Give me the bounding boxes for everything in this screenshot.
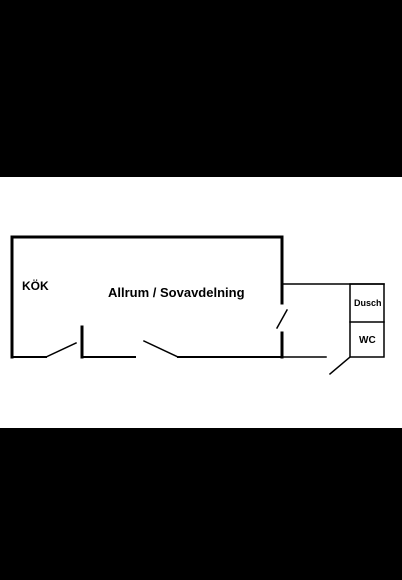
room-label-dusch: Dusch	[354, 298, 382, 308]
bathroom-block	[349, 283, 385, 358]
room-label-allrum: Allrum / Sovavdelning	[108, 285, 245, 300]
door-bathroom	[328, 355, 352, 376]
room-label-kok: KÖK	[22, 279, 49, 293]
floor-plan-canvas	[0, 177, 402, 428]
door-living	[143, 340, 179, 358]
room-label-wc: WC	[359, 335, 376, 346]
door-kitchen	[45, 342, 77, 358]
door-side	[275, 308, 289, 330]
